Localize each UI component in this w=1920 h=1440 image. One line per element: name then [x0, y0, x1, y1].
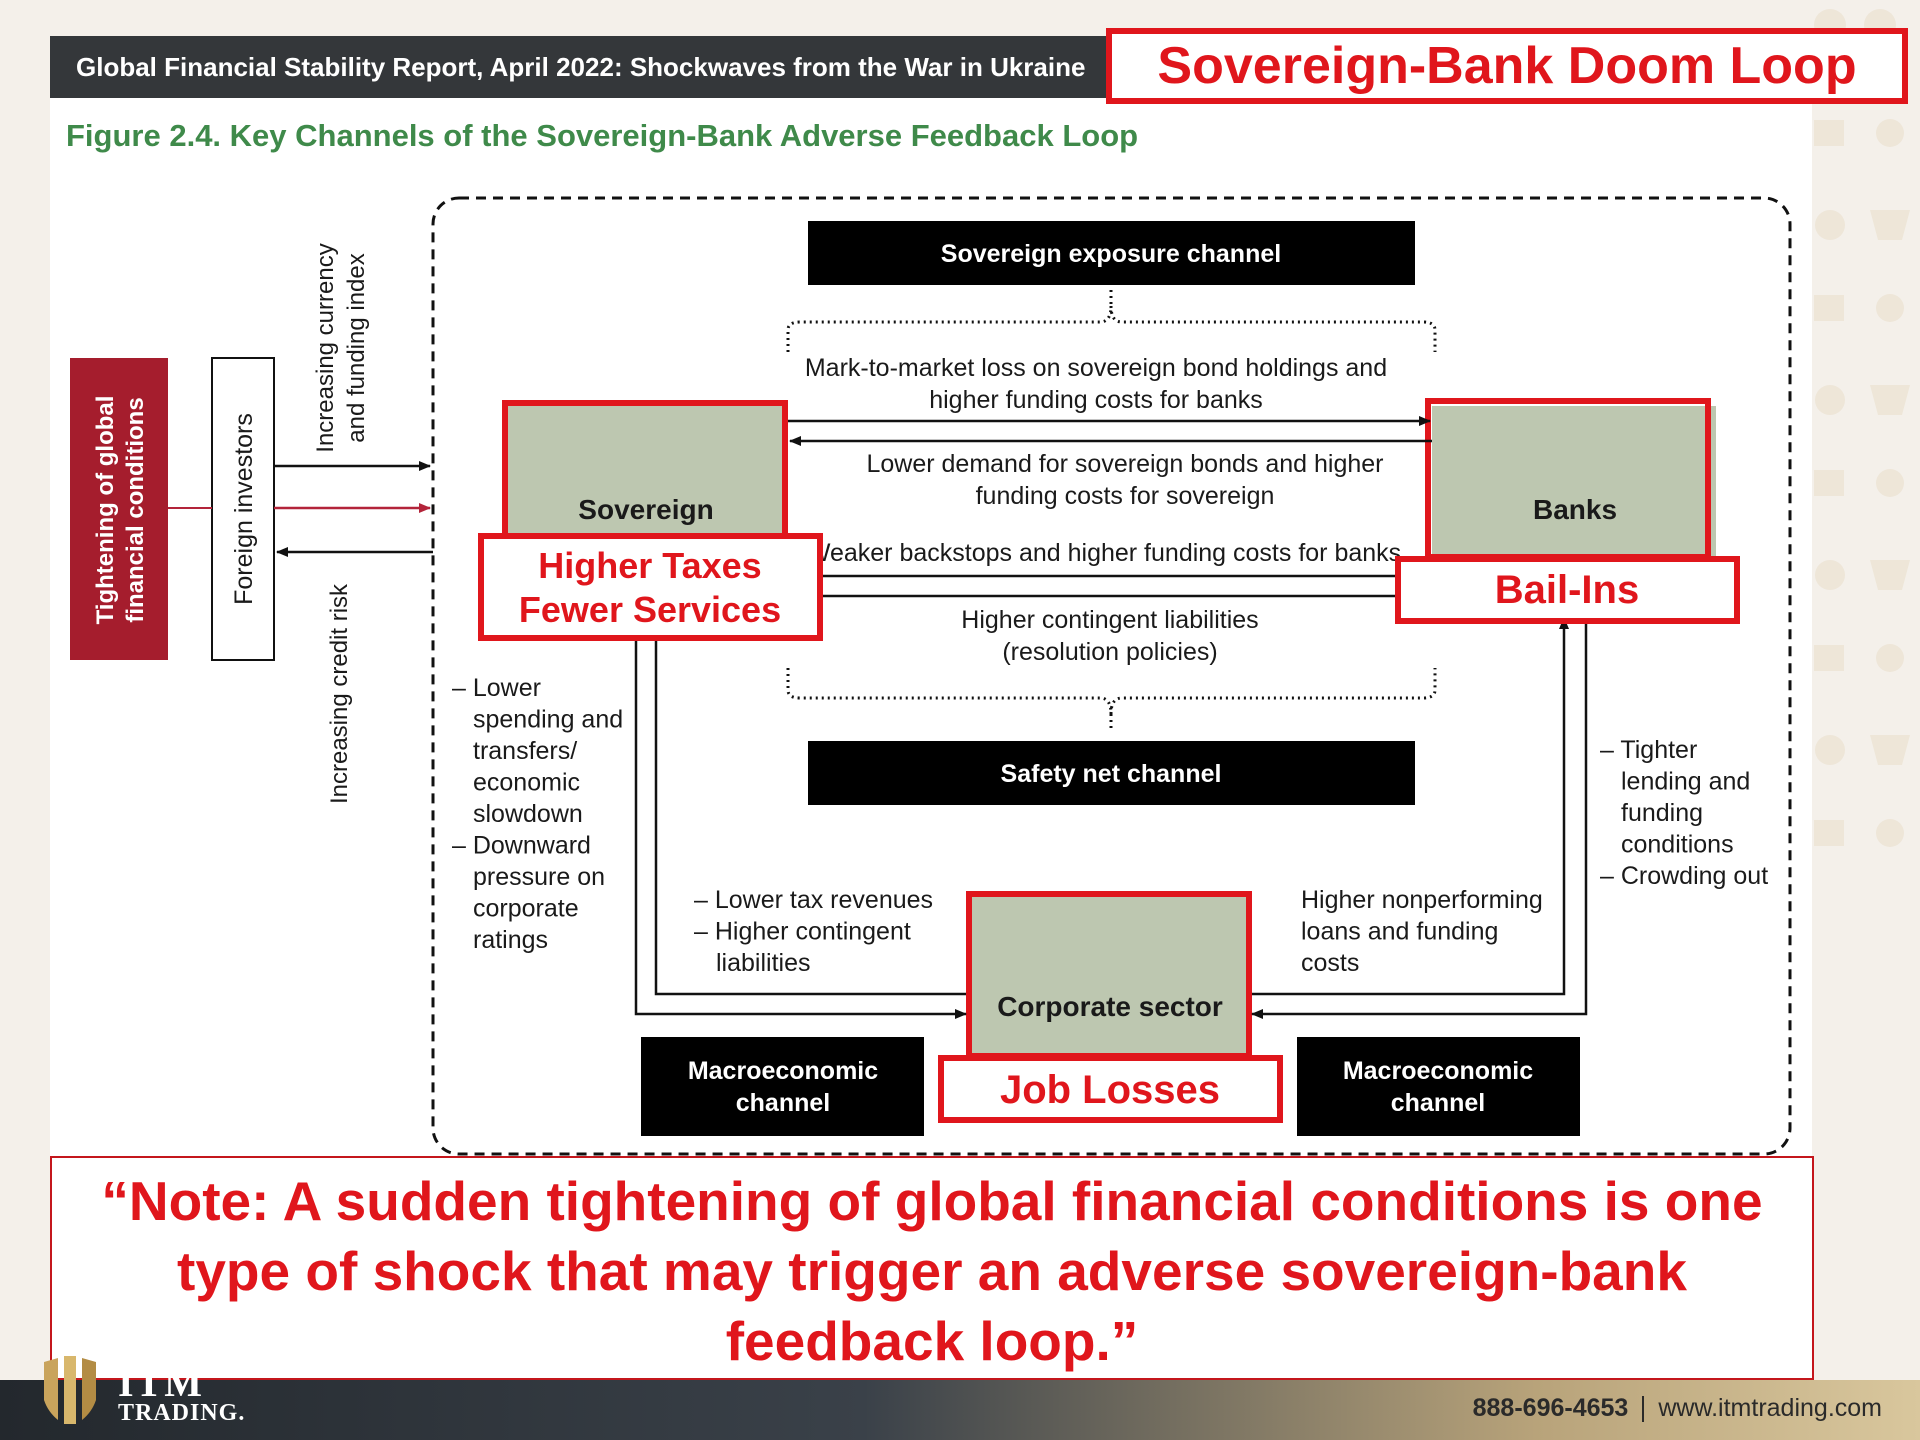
- note-quote: “Note: A sudden tightening of global fin…: [50, 1156, 1814, 1380]
- side-note-line: costs: [1301, 949, 1359, 977]
- tightening-label-line2: financial conditions: [122, 397, 149, 622]
- side-note-line: – Downward: [452, 832, 591, 860]
- side-note-line: – Crowding out: [1600, 862, 1768, 890]
- mtm-label-line1: Mark-to-market loss on sovereign bond ho…: [805, 354, 1387, 382]
- currency-label-line1: Increasing currency: [312, 243, 339, 452]
- taxes-callout-line2: Fewer Services: [519, 589, 781, 630]
- bottom-brace: [786, 668, 1437, 715]
- macro-channel-right-line1: Macroeconomic: [1343, 1057, 1533, 1085]
- job-losses-callout-label: Job Losses: [1000, 1068, 1220, 1112]
- foreign-investors-label: Foreign investors: [230, 413, 258, 605]
- itm-logo[interactable]: ITM TRADING.: [118, 1360, 246, 1427]
- contingent-label-line2: (resolution policies): [1002, 638, 1217, 666]
- background-pattern: [1814, 9, 1910, 847]
- sovereign-node: [508, 406, 786, 558]
- macro-channel-right: [1297, 1037, 1580, 1136]
- bail-ins-callout-label: Bail-Ins: [1495, 568, 1639, 612]
- macro-channel-left-line1: Macroeconomic: [688, 1057, 878, 1085]
- side-note-left: – Lower spending and transfers/economic slo…: [452, 674, 623, 954]
- macro-channel-right-line2: channel: [1391, 1089, 1485, 1117]
- side-note-line: spending and: [473, 706, 623, 734]
- taxes-callout-box: [478, 533, 823, 641]
- side-note-line: conditions: [1621, 831, 1734, 859]
- slide-title: Sovereign-Bank Doom Loop: [1106, 28, 1908, 104]
- channels-enclosure: [431, 196, 1792, 1156]
- logo-itm-text: ITM: [118, 1360, 204, 1405]
- website-link[interactable]: www.itmtrading.com: [1658, 1394, 1882, 1422]
- arrow-corporate-to-banks: [1252, 617, 1569, 996]
- contact-divider: [1642, 1396, 1645, 1423]
- corporate-label: Corporate sector: [997, 991, 1223, 1022]
- side-note-line: slowdown: [473, 800, 583, 828]
- sovereign-exposure-channel: [808, 221, 1415, 285]
- macro-channel-left: [641, 1037, 924, 1136]
- side-note-line: – Lower tax revenues: [694, 886, 933, 914]
- side-note-line: corporate: [473, 895, 579, 923]
- side-note-line: Higher nonperforming: [1301, 886, 1543, 914]
- corporate-node: [968, 896, 1250, 1056]
- footer-bar: [0, 1380, 1920, 1440]
- side-note-bottom-left: – Lower tax revenues – Higher contingent l…: [694, 886, 933, 977]
- side-note-line: loans and funding: [1301, 918, 1498, 946]
- sovereign-exposure-label: Sovereign exposure channel: [941, 240, 1281, 268]
- top-brace: [786, 305, 1437, 352]
- side-note-line: – Tighter: [1600, 736, 1697, 764]
- tightening-label-line1: Tightening of global: [92, 396, 119, 625]
- phone-number[interactable]: 888-696-4653: [1472, 1394, 1629, 1422]
- side-note-line: – Higher contingent: [694, 918, 911, 946]
- currency-label-line2: and funding index: [343, 253, 370, 443]
- side-note-line: ratings: [473, 926, 548, 954]
- side-note-line: lending and: [1621, 768, 1750, 796]
- mtm-label-line2: higher funding costs for banks: [929, 386, 1263, 414]
- contact-info: 888-696-4653 www.itmtrading.com: [1473, 1394, 1882, 1423]
- arrow-sovereign-to-corporate-outer: [634, 636, 967, 1019]
- sovereign-label: Sovereign: [578, 494, 713, 525]
- safety-net-channel: [808, 741, 1415, 805]
- side-note-line: economic: [473, 769, 580, 797]
- taxes-callout-line1: Higher Taxes: [538, 545, 761, 586]
- banks-node: [1432, 406, 1716, 558]
- job-losses-callout-box: [938, 1055, 1283, 1123]
- banks-label: Banks: [1533, 494, 1617, 525]
- side-note-line: liabilities: [716, 949, 810, 977]
- side-note-line: transfers/: [473, 737, 577, 765]
- side-note-line: pressure on: [473, 863, 605, 891]
- bail-ins-callout-box: [1395, 556, 1740, 624]
- arrow-sovereign-to-corporate-inner: [654, 636, 966, 996]
- macro-channel-left-line2: channel: [736, 1089, 830, 1117]
- lower-demand-label-line1: Lower demand for sovereign bonds and hig…: [866, 450, 1383, 478]
- arrow-banks-to-corporate: [1251, 614, 1588, 1019]
- logo-trading-text: TRADING.: [118, 1400, 246, 1426]
- credit-risk-label: Increasing credit risk: [326, 583, 353, 804]
- tightening-box: [70, 358, 168, 660]
- itm-logo-icon: [44, 1356, 96, 1424]
- side-note-right: – Tighter lending and funding conditions – C…: [1600, 736, 1768, 890]
- contingent-label-line1: Higher contingent liabilities: [961, 606, 1258, 634]
- side-note-line: funding: [1621, 799, 1703, 827]
- side-note-line: – Lower: [452, 674, 541, 702]
- figure-title: Figure 2.4. Key Channels of the Sovereig…: [66, 118, 1139, 153]
- report-title-bar: Global Financial Stability Report, April…: [50, 36, 1110, 98]
- safety-net-label: Safety net channel: [1001, 760, 1222, 788]
- lower-demand-label-line2: funding costs for sovereign: [976, 482, 1275, 510]
- side-note-bottom-right: Higher nonperforming loans and funding cos…: [1301, 886, 1543, 977]
- weaker-backstops-label: Weaker backstops and higher funding cost…: [807, 539, 1401, 567]
